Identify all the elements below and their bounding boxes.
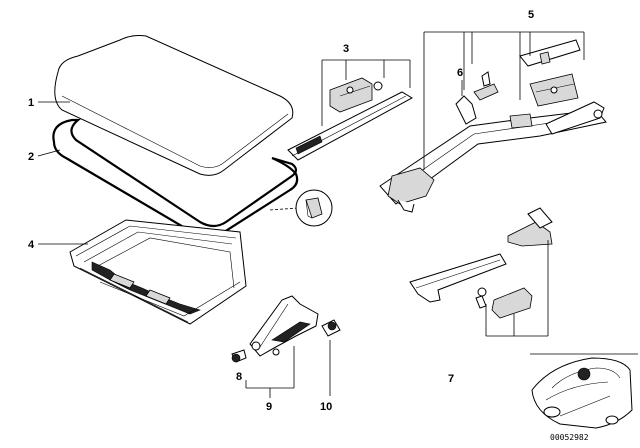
headliner-part[interactable] bbox=[69, 219, 247, 325]
screw-10-part[interactable] bbox=[321, 319, 341, 337]
callout-8: 8 bbox=[236, 371, 242, 383]
callout-5: 5 bbox=[528, 9, 534, 21]
callout-3: 3 bbox=[343, 43, 349, 55]
hinge-part[interactable] bbox=[249, 295, 319, 357]
callout-6: 6 bbox=[457, 67, 463, 79]
lifting-mechanism-part[interactable] bbox=[379, 95, 607, 213]
sunroof-location-marker bbox=[577, 367, 591, 381]
seal-detail-inset[interactable] bbox=[269, 189, 333, 227]
guide-rail-part[interactable] bbox=[287, 77, 414, 161]
guide-rail-bracket-lines bbox=[321, 59, 411, 126]
car-location-inset[interactable] bbox=[530, 353, 638, 429]
mechanism-bracket-lines bbox=[423, 31, 585, 170]
leader-lines bbox=[37, 80, 463, 245]
cable-guide-bracket-lines bbox=[485, 240, 549, 337]
callout-10: 10 bbox=[320, 401, 332, 413]
mechanism-small-parts[interactable] bbox=[473, 39, 581, 107]
cable-guide-part[interactable] bbox=[409, 207, 553, 319]
reference-number: 00052982 bbox=[550, 433, 589, 442]
glass-lid-part[interactable] bbox=[54, 35, 294, 176]
callout-9: 9 bbox=[266, 401, 272, 413]
hinge-bracket-lines bbox=[245, 340, 331, 398]
callout-1: 1 bbox=[28, 97, 34, 109]
screw-8-part[interactable] bbox=[231, 349, 247, 363]
callout-2: 2 bbox=[28, 151, 34, 163]
callout-7: 7 bbox=[448, 373, 454, 385]
callout-4: 4 bbox=[28, 239, 35, 251]
